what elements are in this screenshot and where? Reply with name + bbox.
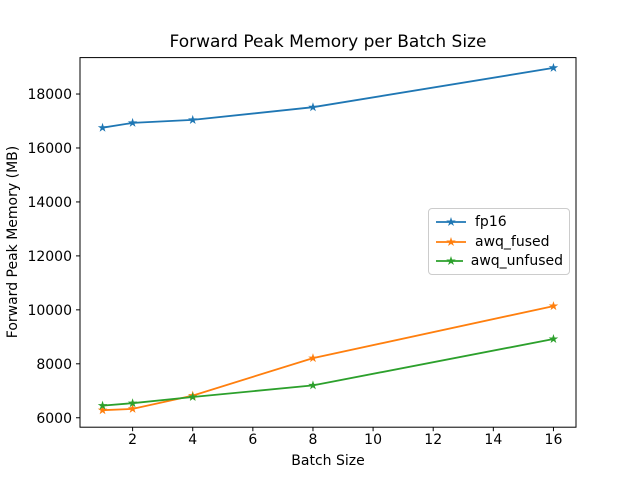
data-point-marker-fp16 [127, 117, 138, 127]
x-tick-label: 16 [545, 432, 563, 448]
data-point-marker-fp16 [97, 122, 108, 132]
data-point-marker-awq_fused [548, 301, 559, 311]
legend-label: awq_fused [475, 233, 550, 250]
chart-title: Forward Peak Memory per Batch Size [170, 32, 487, 52]
y-tick-label: 14000 [27, 195, 72, 211]
x-tick-label: 14 [484, 432, 502, 448]
legend: fp16 awq_fused awq_unfused [428, 208, 570, 275]
legend-label: fp16 [475, 213, 507, 230]
y-axis-label: Forward Peak Memory (MB) [5, 146, 21, 338]
y-tick-label: 10000 [27, 303, 72, 319]
legend-item-fp16: fp16 [435, 212, 563, 232]
x-tick-label: 10 [364, 432, 382, 448]
legend-item-awq_unfused: awq_unfused [435, 251, 563, 271]
y-tick-label: 8000 [36, 357, 72, 373]
data-point-marker-fp16 [548, 62, 559, 72]
y-tick-label: 6000 [36, 411, 72, 427]
data-point-marker-fp16 [187, 114, 198, 124]
data-point-marker-awq_unfused [308, 380, 318, 390]
data-point-marker-awq_fused [97, 405, 108, 415]
x-tick-label: 12 [424, 432, 442, 448]
plot-border [79, 57, 577, 428]
x-tick-label: 4 [188, 432, 197, 448]
x-axis-label: Batch Size [291, 453, 364, 469]
x-tick-label: 2 [128, 432, 137, 448]
legend-item-awq_fused: awq_fused [435, 232, 563, 252]
legend-marker-awq_fused [436, 236, 466, 246]
x-tick-label: 6 [248, 432, 257, 448]
legend-marker-awq_unfused [436, 256, 463, 266]
x-tick-label: 8 [309, 432, 318, 448]
data-point-marker-awq_fused [308, 353, 318, 363]
data-point-marker-awq_unfused [127, 398, 138, 408]
y-tick-label: 12000 [27, 249, 72, 265]
legend-label: awq_unfused [470, 253, 563, 270]
data-point-marker-awq_unfused [187, 391, 198, 402]
y-tick-label: 18000 [27, 87, 72, 103]
data-point-marker-fp16 [308, 102, 318, 112]
data-point-marker-awq_fused [127, 403, 138, 413]
legend-marker-fp16 [436, 216, 466, 226]
data-point-marker-awq_unfused [548, 333, 559, 344]
series-line-fp16 [101, 67, 555, 129]
data-point-marker-awq_unfused [97, 400, 108, 410]
series-line-awq_unfused [101, 338, 555, 407]
y-tick-label: 16000 [27, 141, 72, 157]
series-line-awq_fused [101, 305, 555, 412]
